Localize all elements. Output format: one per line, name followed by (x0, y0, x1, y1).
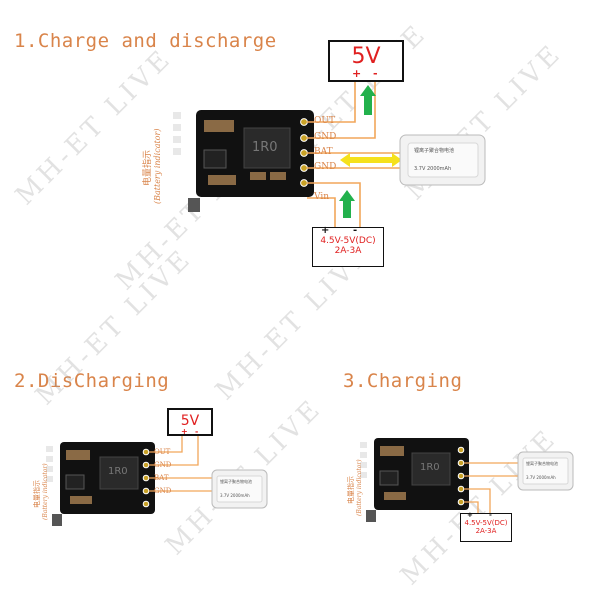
battery-label: 锂离子聚合物电池 (526, 461, 558, 466)
input-dc-box: + - 4.5V-5V(DC) 2A-3A (312, 225, 384, 267)
wires-charging (464, 462, 520, 514)
pin-label-gnd: GND (314, 162, 337, 172)
pin-label-bat: BAT (154, 474, 169, 482)
input-plus-label: + (467, 511, 473, 519)
input-minus-label: - (353, 225, 358, 236)
percent-label: 100% (182, 133, 197, 139)
battery-discharging (211, 469, 268, 509)
wires-main (307, 80, 400, 228)
percent-label: 50% (182, 119, 194, 125)
input-current-label: 2A-3A (475, 527, 497, 535)
input-voltage-label: 4.5V-5V(DC) (464, 519, 508, 527)
output-voltage-label: 5V (351, 44, 381, 69)
battery-indicator-cn: 电量指示 (33, 480, 41, 508)
input-minus-label: - (489, 511, 492, 519)
battery-spec: 3.7V 2000mAh (526, 475, 556, 480)
battery-indicator-en: (Battery indicator) (42, 463, 49, 520)
output-minus-label: - (373, 67, 378, 80)
output-voltage-label: 5V (180, 413, 200, 429)
pin-label-out: OUT (154, 448, 171, 456)
pin-label-gnd: GND (154, 487, 172, 495)
battery-indicator-en: (Battery indicator) (153, 128, 162, 204)
percent-label: 25% (182, 112, 194, 118)
section-title-charging: 3.Charging (343, 370, 463, 392)
pin-label-bat: BAT (314, 147, 333, 157)
pin-label-vin: Vin (314, 192, 330, 202)
pin-label-gnd: GND (154, 461, 172, 469)
battery-spec: 3.7V 2000mAh (220, 493, 250, 498)
input-current-label: 2A-3A (334, 246, 362, 256)
arrows-main (339, 85, 402, 218)
output-plus-label: + (181, 427, 188, 436)
percent-label: 75% (182, 126, 194, 132)
battery-label: 锂离子聚合物电池 (414, 148, 455, 154)
inductor-label: 1R0 (420, 462, 440, 473)
inductor-label: 1R0 (108, 466, 128, 477)
output-minus-label: - (195, 427, 199, 436)
input-plus-label: + (321, 225, 330, 236)
battery-indicator-en: (Battery indicator) (356, 459, 363, 516)
input-dc-box: + - 4.5V-5V(DC) 2A-3A (460, 511, 512, 542)
inductor-label: 1R0 (252, 140, 278, 155)
pcb-board-charging (360, 438, 469, 522)
battery-spec: 3.7V 2000mAh (414, 166, 452, 172)
pcb-board-main (173, 110, 314, 212)
wires-discharging (149, 434, 215, 492)
battery-charging (517, 451, 574, 491)
input-voltage-label: 4.5V-5V(DC) (320, 236, 376, 246)
pcb-board-discharging (46, 442, 155, 526)
battery-main (399, 134, 486, 186)
battery-label: 锂离子聚合物电池 (220, 479, 252, 484)
section-title-charge-discharge: 1.Charge and discharge (14, 30, 277, 52)
output-voltage-box: 5V + - (167, 408, 213, 436)
output-voltage-box: 5V + - (328, 40, 404, 82)
output-plus-label: + (352, 67, 362, 80)
pin-label-gnd: GND (314, 132, 337, 142)
section-title-discharging: 2.DisCharging (14, 370, 170, 392)
battery-indicator-cn: 电量指示 (347, 476, 355, 504)
battery-indicator-cn: 电量指示 (143, 149, 153, 186)
key-label: KEY (172, 180, 190, 189)
pin-label-out: OUT (314, 116, 335, 126)
